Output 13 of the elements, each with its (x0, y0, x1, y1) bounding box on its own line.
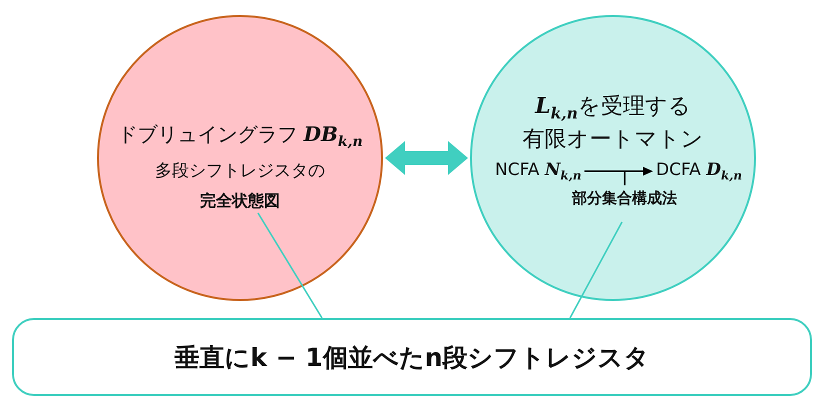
node-label: 多段シフトレジスタの (154, 160, 326, 182)
node-label: 有限オートマトン (522, 126, 704, 154)
state-label: NCFA N$_{k,n}$ (495, 160, 582, 182)
leader-line (569, 222, 623, 318)
node-label: L$_{k,n}$を受理する (534, 92, 692, 122)
leader-line (257, 212, 323, 318)
arrow (584, 166, 653, 176)
node-label: ドブリュイングラフ DB$_{k,n}$ (116, 121, 364, 150)
edge-label: 部分集合構成法 (572, 189, 678, 208)
state-label: DCFA D$_{k,n}$ (656, 160, 742, 182)
caption-box: 垂直にk − 1個並べたn段シフトレジスタ (12, 318, 812, 396)
bold-label: 完全状態図 (199, 191, 281, 212)
double-arrow (385, 141, 468, 175)
